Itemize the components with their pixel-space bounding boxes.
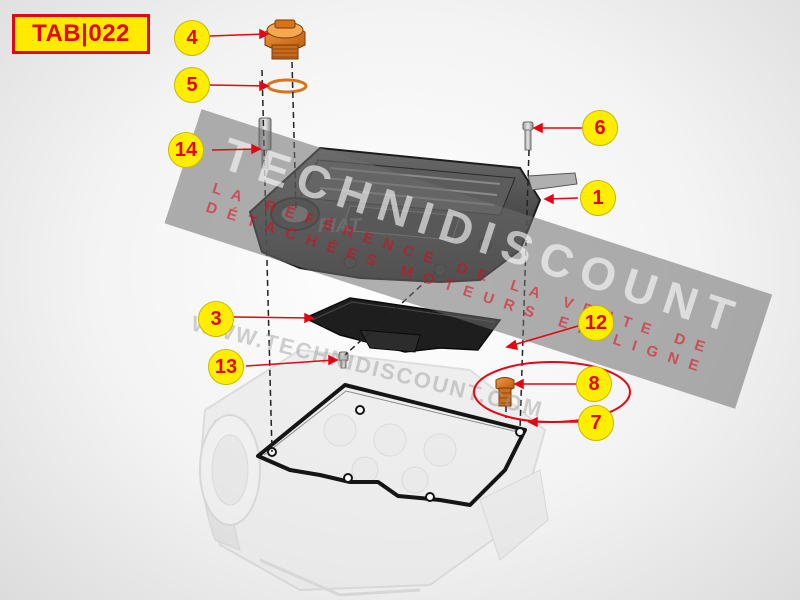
- orange-bolt: [495, 377, 515, 407]
- callout-8: 8: [576, 366, 612, 402]
- callout-13: 13: [208, 349, 244, 385]
- callout-14: 14: [168, 132, 204, 168]
- oil-filler-cap: [264, 19, 306, 60]
- screw: [522, 121, 534, 151]
- callout-3: 3: [198, 301, 234, 337]
- small-screw: [338, 351, 349, 369]
- watermark: TECHNIDISCOUNT LA RÉFÉRENCE DE LA VENTE …: [164, 109, 773, 409]
- callout-7: 7: [578, 405, 614, 441]
- callout-4: 4: [174, 20, 210, 56]
- callout-1: 1: [580, 180, 616, 216]
- cylinder-head: [198, 348, 549, 597]
- callout-5: 5: [174, 67, 210, 103]
- tab-label: TAB|022: [12, 14, 150, 54]
- leader-lines: [209, 28, 582, 428]
- valve-cover-gasket: [256, 383, 527, 507]
- callout-6: 6: [582, 110, 618, 146]
- baffle-plate: [303, 297, 502, 353]
- callout-12: 12: [578, 305, 614, 341]
- o-ring: [266, 78, 308, 94]
